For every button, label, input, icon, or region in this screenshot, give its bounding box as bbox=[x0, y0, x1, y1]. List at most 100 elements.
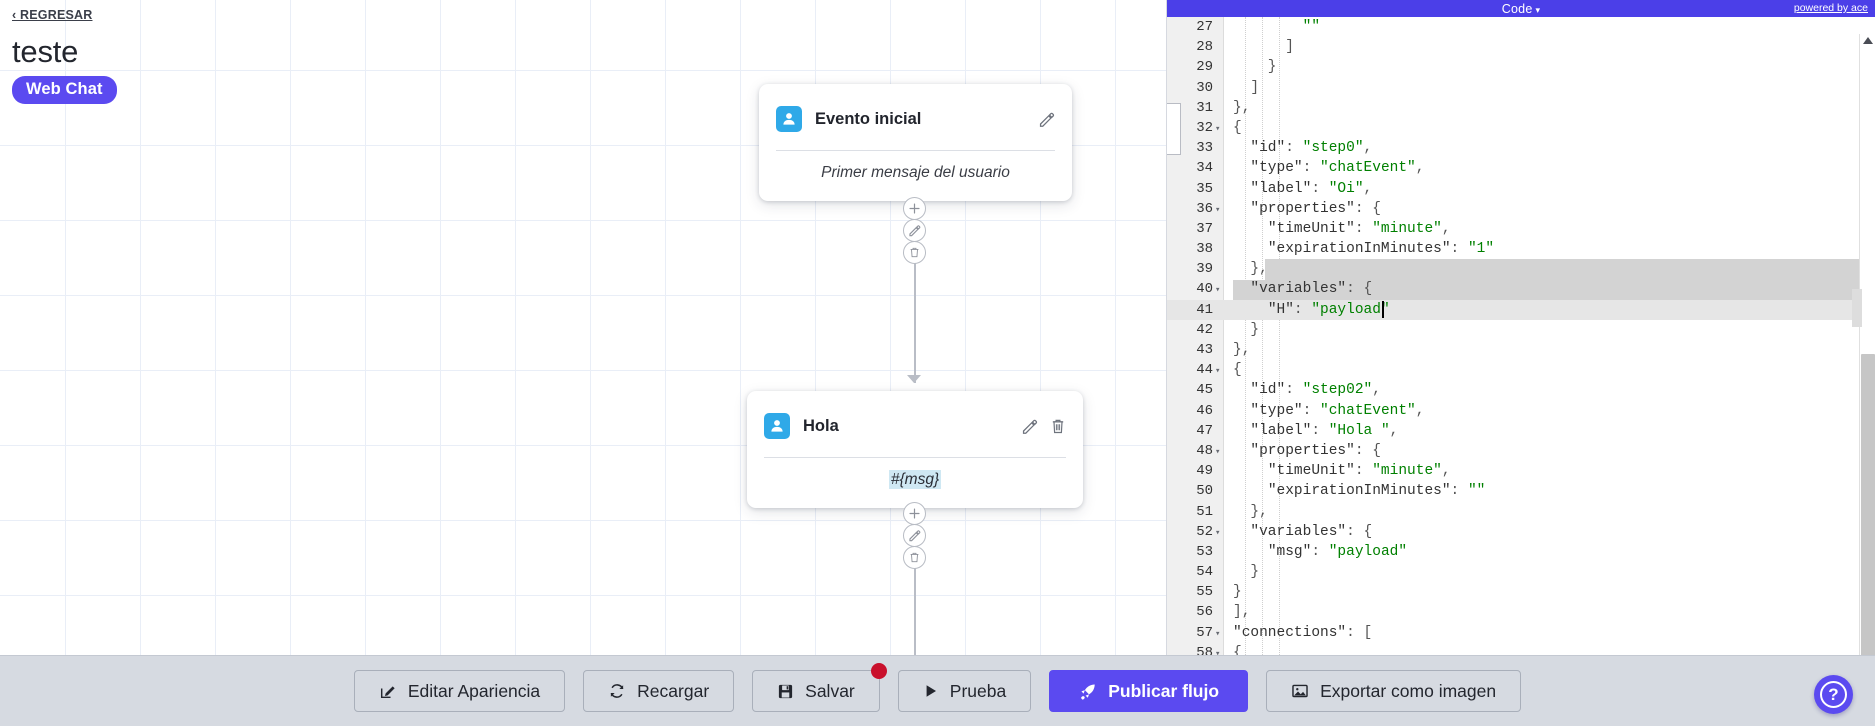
play-icon bbox=[923, 683, 939, 699]
toolbar-button-editar-apariencia[interactable]: Editar Apariencia bbox=[353, 670, 566, 712]
line-number: 27 bbox=[1196, 19, 1213, 35]
pencil-icon[interactable] bbox=[1038, 111, 1055, 128]
toolbar-button-recargar[interactable]: Recargar bbox=[583, 670, 735, 712]
fold-toggle-icon[interactable]: ▾ bbox=[1215, 285, 1221, 296]
scroll-up-arrow-icon[interactable] bbox=[1863, 37, 1873, 44]
code-line[interactable]: 48▾ "properties": { bbox=[1167, 441, 1875, 461]
code-line[interactable]: 31}, bbox=[1167, 98, 1875, 118]
chevron-down-icon: ▾ bbox=[1535, 4, 1541, 15]
fold-widget-tooltip[interactable]: ❯ bbox=[1167, 103, 1181, 155]
code-line-text: } bbox=[1233, 564, 1260, 581]
code-line[interactable]: 35 "label": "Oi", bbox=[1167, 179, 1875, 199]
line-number: 51 bbox=[1196, 503, 1213, 520]
flow-node-hola[interactable]: Hola bbox=[747, 391, 1083, 508]
toolbar-button-label: Recargar bbox=[637, 680, 710, 701]
delete-connector-button[interactable] bbox=[903, 241, 926, 264]
code-line[interactable]: 37 "timeUnit": "minute", bbox=[1167, 219, 1875, 239]
code-line[interactable]: 53 "msg": "payload" bbox=[1167, 542, 1875, 562]
code-mode-selector[interactable]: Code▾ bbox=[1502, 2, 1540, 16]
fold-toggle-icon[interactable]: ▾ bbox=[1215, 648, 1221, 655]
trash-icon[interactable] bbox=[1050, 418, 1066, 435]
code-line[interactable]: 50 "expirationInMinutes": "" bbox=[1167, 481, 1875, 501]
code-lines[interactable]: 27 ""28 ]29 }30 ]31},32▾{33 "id": "step0… bbox=[1167, 17, 1875, 655]
editor-scrollbar[interactable] bbox=[1852, 34, 1875, 655]
code-line-text: "msg": "payload" bbox=[1267, 543, 1408, 560]
code-line[interactable]: 28 ] bbox=[1167, 37, 1875, 57]
code-editor[interactable]: 27 ""28 ]29 }30 ]31},32▾{33 "id": "step0… bbox=[1167, 17, 1875, 655]
code-line[interactable]: 39 }, bbox=[1167, 259, 1875, 279]
edit-connector-button[interactable] bbox=[903, 524, 926, 547]
code-line[interactable]: 40▾ "variables": { bbox=[1167, 279, 1875, 299]
indent-guide bbox=[1245, 17, 1246, 655]
code-line[interactable]: 45 "id": "step02", bbox=[1167, 380, 1875, 400]
code-line[interactable]: 29 } bbox=[1167, 57, 1875, 77]
toolbar-button-publicar-flujo[interactable]: Publicar flujo bbox=[1049, 670, 1249, 712]
code-line[interactable]: 58▾{ bbox=[1167, 643, 1875, 655]
code-line-text: { bbox=[1233, 362, 1242, 379]
code-line[interactable]: 57▾"connections": [ bbox=[1167, 623, 1875, 643]
line-number: 54 bbox=[1196, 564, 1213, 581]
code-line-text: }, bbox=[1233, 503, 1268, 520]
code-line[interactable]: 27 "" bbox=[1167, 17, 1875, 37]
pencil-icon[interactable] bbox=[1021, 418, 1038, 435]
code-line[interactable]: 44▾{ bbox=[1167, 360, 1875, 380]
code-line[interactable]: 55} bbox=[1167, 582, 1875, 602]
code-panel-topbar: Code▾ powered by ace bbox=[1167, 0, 1875, 17]
delete-connector-button[interactable] bbox=[903, 546, 926, 569]
scrollbar-thumb[interactable] bbox=[1861, 354, 1875, 655]
code-line-text: ], bbox=[1233, 604, 1251, 621]
code-line[interactable]: 46 "type": "chatEvent", bbox=[1167, 401, 1875, 421]
help-button[interactable]: ? bbox=[1814, 675, 1853, 714]
add-step-button[interactable] bbox=[903, 502, 926, 525]
fold-toggle-icon[interactable]: ▾ bbox=[1215, 527, 1221, 538]
fold-toggle-icon[interactable]: ▾ bbox=[1215, 628, 1221, 639]
powered-by-link[interactable]: powered by ace bbox=[1793, 2, 1868, 14]
fold-toggle-icon[interactable]: ▾ bbox=[1215, 204, 1221, 215]
flow-canvas[interactable]: ‹ REGRESAR teste Web Chat Evento inicial bbox=[0, 0, 1166, 655]
flow-node-title: Hola bbox=[803, 416, 839, 435]
code-line[interactable]: 56], bbox=[1167, 602, 1875, 622]
code-line[interactable]: 52▾ "variables": { bbox=[1167, 522, 1875, 542]
toolbar-button-label: Exportar como imagen bbox=[1320, 680, 1497, 701]
code-line[interactable]: 34 "type": "chatEvent", bbox=[1167, 158, 1875, 178]
line-number: 57 bbox=[1196, 624, 1213, 641]
flow-node-body: #{msg} bbox=[747, 458, 1083, 508]
line-number: 42 bbox=[1196, 321, 1213, 338]
line-number: 36 bbox=[1196, 200, 1213, 217]
code-line-text: "type": "chatEvent", bbox=[1250, 402, 1425, 419]
line-number: 58 bbox=[1196, 644, 1213, 655]
add-step-button[interactable] bbox=[903, 197, 926, 220]
scrollbar-notch bbox=[1852, 289, 1862, 327]
line-number: 56 bbox=[1196, 604, 1213, 621]
rocket-icon bbox=[1078, 682, 1097, 701]
fold-toggle-icon[interactable]: ▾ bbox=[1215, 123, 1221, 134]
line-number: 38 bbox=[1196, 241, 1213, 258]
line-number: 50 bbox=[1196, 483, 1213, 500]
fold-toggle-icon[interactable]: ▾ bbox=[1215, 446, 1221, 457]
toolbar-button-salvar[interactable]: Salvar bbox=[752, 663, 887, 712]
code-line-text: "label": "Hola ", bbox=[1250, 422, 1399, 439]
code-line[interactable]: 43}, bbox=[1167, 340, 1875, 360]
code-line[interactable]: 32▾{ bbox=[1167, 118, 1875, 138]
code-line[interactable]: 42 } bbox=[1167, 320, 1875, 340]
code-line[interactable]: 33 "id": "step0", bbox=[1167, 138, 1875, 158]
toolbar-button-exportar-como-imagen[interactable]: Exportar como imagen bbox=[1266, 670, 1522, 712]
selection-highlight bbox=[1233, 279, 1875, 300]
flow-node-evento-inicial[interactable]: Evento inicial Primer mensaje del usuari… bbox=[759, 84, 1072, 201]
code-line[interactable]: 41 "H": "payload" bbox=[1167, 299, 1875, 320]
code-line[interactable]: 51 }, bbox=[1167, 502, 1875, 522]
code-line[interactable]: 49 "timeUnit": "minute", bbox=[1167, 461, 1875, 481]
line-number: 29 bbox=[1196, 59, 1213, 76]
edit-connector-button[interactable] bbox=[903, 219, 926, 242]
fold-toggle-icon[interactable]: ▾ bbox=[1215, 366, 1221, 377]
code-line-text: "type": "chatEvent", bbox=[1250, 160, 1425, 177]
toolbar-button-prueba[interactable]: Prueba bbox=[897, 670, 1032, 712]
code-line-text: "properties": { bbox=[1250, 442, 1381, 459]
code-line[interactable]: 36▾ "properties": { bbox=[1167, 199, 1875, 219]
code-line[interactable]: 47 "label": "Hola ", bbox=[1167, 421, 1875, 441]
code-line[interactable]: 54 } bbox=[1167, 562, 1875, 582]
code-line[interactable]: 30 ] bbox=[1167, 78, 1875, 98]
back-link[interactable]: ‹ REGRESAR bbox=[12, 8, 93, 22]
code-line[interactable]: 38 "expirationInMinutes": "1" bbox=[1167, 239, 1875, 259]
